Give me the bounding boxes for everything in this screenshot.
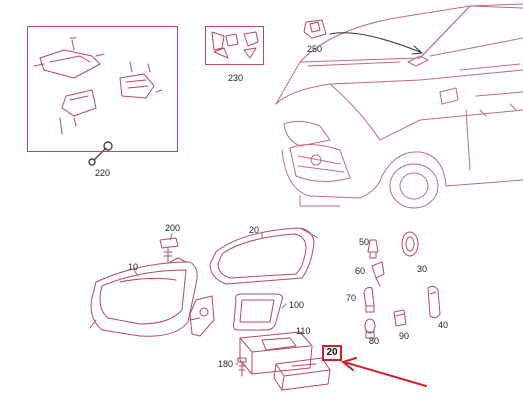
part-80-bulb [364,318,376,339]
highlight-arrow [340,357,427,387]
callout-10[interactable]: 10 [128,262,139,272]
callout-250[interactable]: 250 [307,44,323,54]
part-90-socket [393,309,407,327]
callout-100[interactable]: 100 [289,300,305,310]
part-40-cover [427,285,441,319]
callout-20-highlighted[interactable]: 20 [322,345,342,361]
part-250-sensor [303,19,327,39]
callout-40[interactable]: 40 [438,320,449,330]
part-230-brackets [211,31,259,59]
part-20-lens [209,227,319,285]
part-30-cap [401,231,419,257]
part-60-bulb [371,261,385,287]
part-50-bulb [367,239,379,259]
part-70-bulb [363,287,375,313]
wrench-icon [88,141,113,166]
callout-70[interactable]: 70 [346,293,357,303]
headlamp-bracket [189,295,215,337]
callout-80[interactable]: 80 [369,336,380,346]
callout-50[interactable]: 50 [359,237,370,247]
callout-90[interactable]: 90 [399,331,410,341]
car-illustration [275,3,523,209]
part-20-ballast [273,357,331,391]
part-10-headlamp [89,257,201,337]
part-100-gasket [233,293,283,331]
part-230-frame [205,26,264,65]
part-180-bolt [237,357,247,377]
part-220-repair-kit [33,37,163,135]
callout-20-lens[interactable]: 20 [249,225,260,235]
callout-60[interactable]: 60 [355,266,366,276]
callout-230[interactable]: 230 [228,73,244,83]
callout-110[interactable]: 110 [296,326,311,336]
callout-220[interactable]: 220 [95,168,111,178]
callout-200[interactable]: 200 [165,223,181,233]
part-200-screw [159,237,179,263]
part-110-control-unit [239,331,313,375]
part-220-frame [27,26,178,152]
callout-180[interactable]: 180 [218,359,234,369]
callout-30[interactable]: 30 [417,264,428,274]
